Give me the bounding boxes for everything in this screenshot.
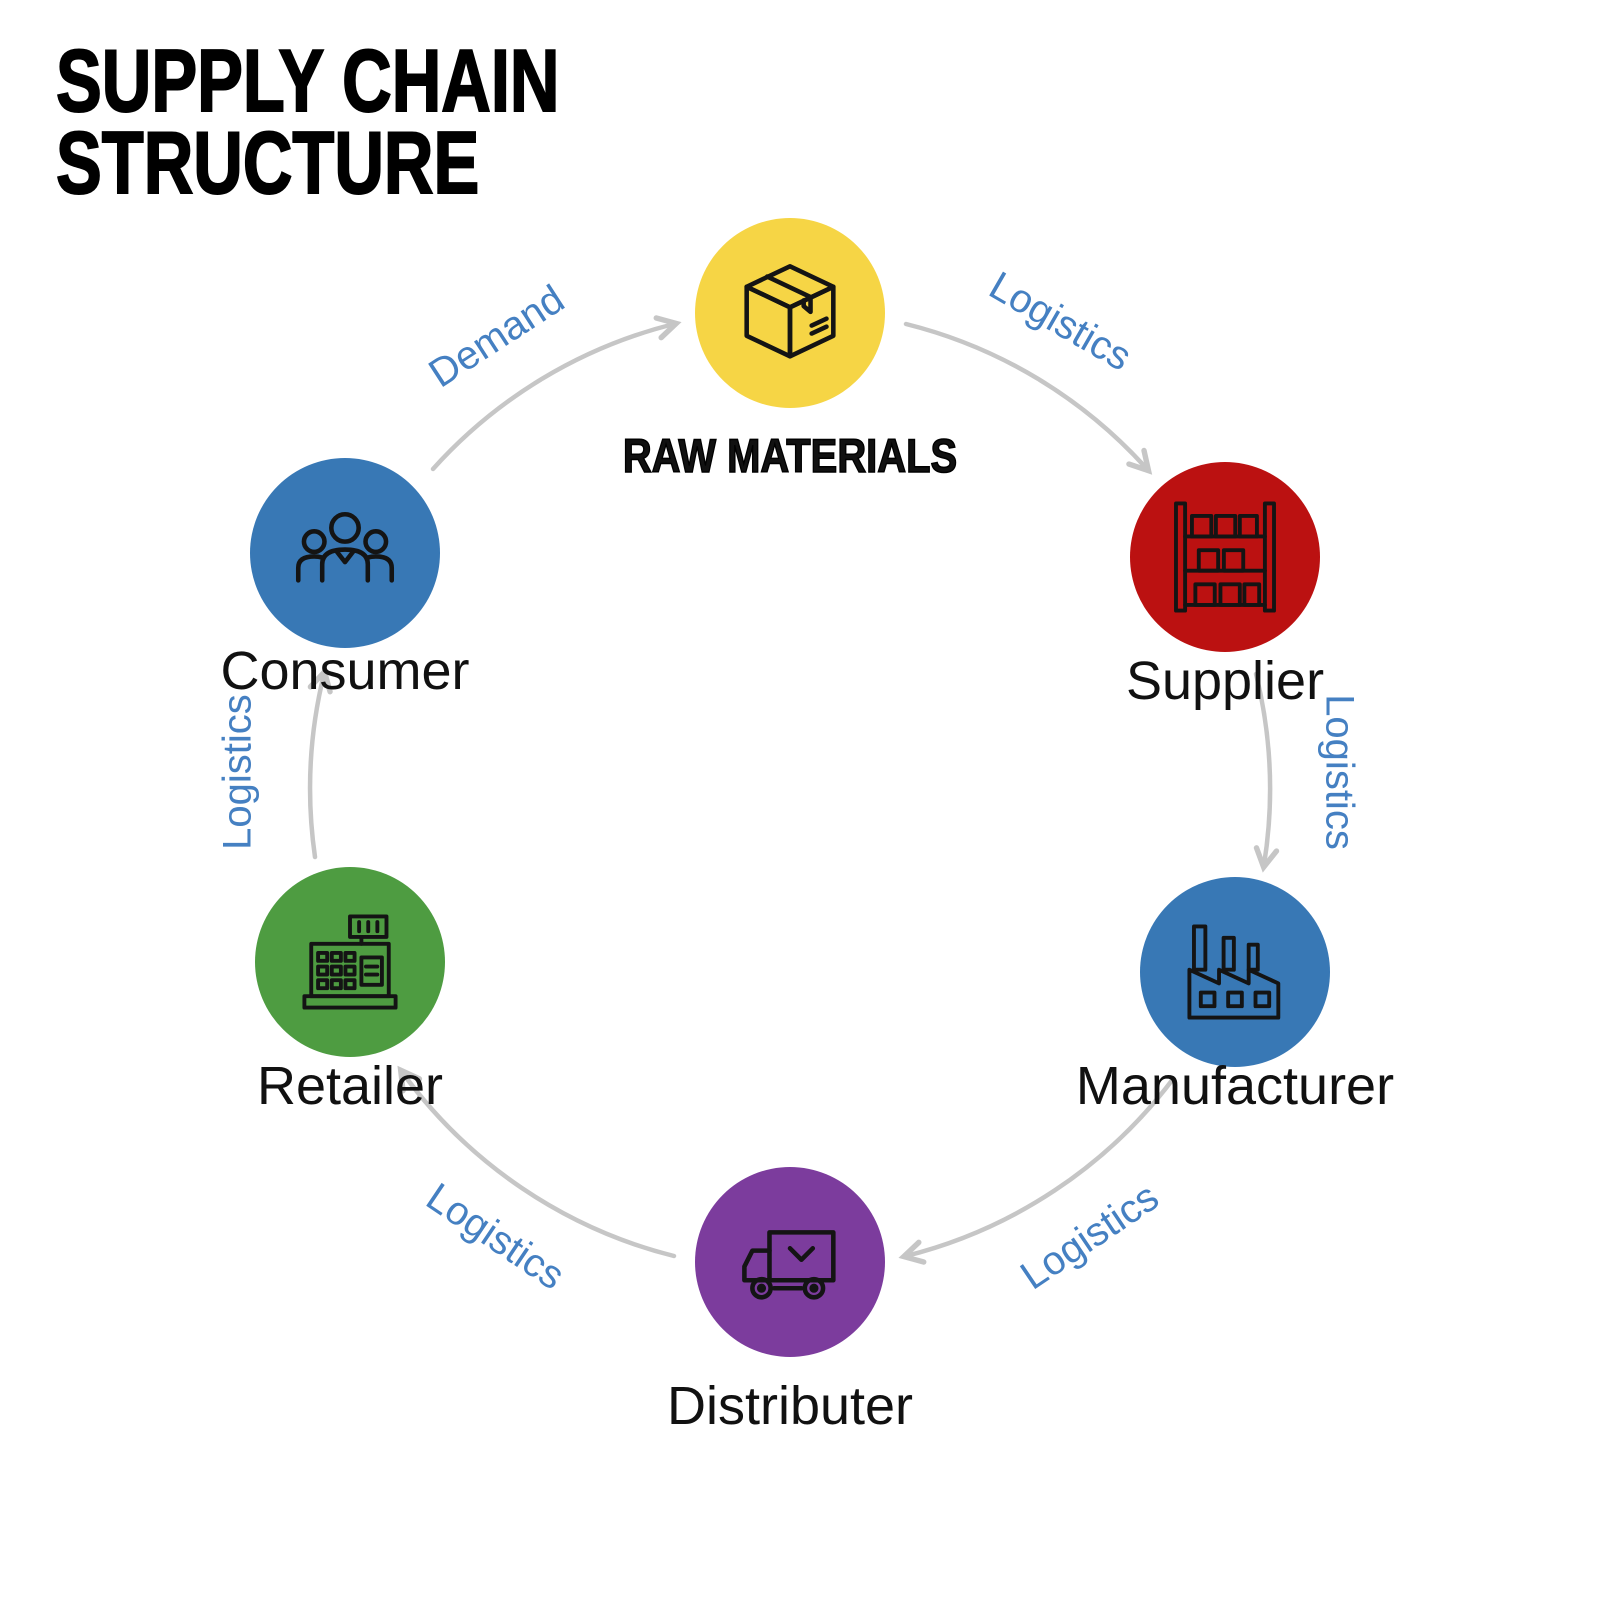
- arrow-manufacturer-to-distributer: [898, 1076, 1176, 1265]
- package-icon: [744, 263, 836, 359]
- node-circle-consumer: [250, 458, 440, 648]
- node-raw-materials: [695, 218, 885, 408]
- arrow-consumer-to-raw-materials: [430, 315, 682, 472]
- edge-arrows: [307, 315, 1280, 1265]
- node-label-distributer: Distributer: [666, 1376, 914, 1436]
- node-circle-retailer: [255, 867, 445, 1057]
- node-label-supplier: Supplier: [1125, 651, 1325, 711]
- arrow-raw-materials-to-supplier: [903, 321, 1153, 475]
- delivery-truck-icon: [742, 1230, 836, 1300]
- cash-register-icon: [302, 914, 398, 1010]
- node-circle-manufacturer: [1140, 877, 1330, 1067]
- node-circle-distributer: [695, 1167, 885, 1357]
- arrow-retailer-to-consumer: [307, 666, 333, 860]
- edge-label-logistics-supplier-manufacturer: Logistics: [1317, 694, 1362, 850]
- page-title-line2: STRUCTURE: [55, 112, 480, 212]
- warehouse-shelf-icon: [1174, 501, 1276, 613]
- node-circle-raw-materials: [695, 218, 885, 408]
- node-retailer: [255, 867, 445, 1057]
- edge-label-logistics-retailer-consumer: Logistics: [215, 694, 260, 850]
- node-supplier: [1130, 462, 1320, 652]
- node-consumer: [250, 458, 440, 648]
- page-title: SUPPLY CHAIN STRUCTURE: [55, 31, 560, 212]
- node-circle-supplier: [1130, 462, 1320, 652]
- people-icon: [295, 511, 395, 583]
- node-label-consumer: Consumer: [220, 641, 470, 701]
- node-label-manufacturer: Manufacturer: [1075, 1056, 1395, 1116]
- node-distributer: [695, 1167, 885, 1357]
- node-label-raw-materials: RAW MATERIALS: [622, 428, 958, 483]
- node-manufacturer: [1140, 877, 1330, 1067]
- page-title-line1: SUPPLY CHAIN: [55, 31, 560, 130]
- arrow-supplier-to-manufacturer: [1253, 671, 1280, 873]
- node-label-retailer: Retailer: [256, 1056, 444, 1116]
- factory-icon: [1187, 924, 1281, 1020]
- arrow-distributer-to-retailer: [397, 1065, 677, 1259]
